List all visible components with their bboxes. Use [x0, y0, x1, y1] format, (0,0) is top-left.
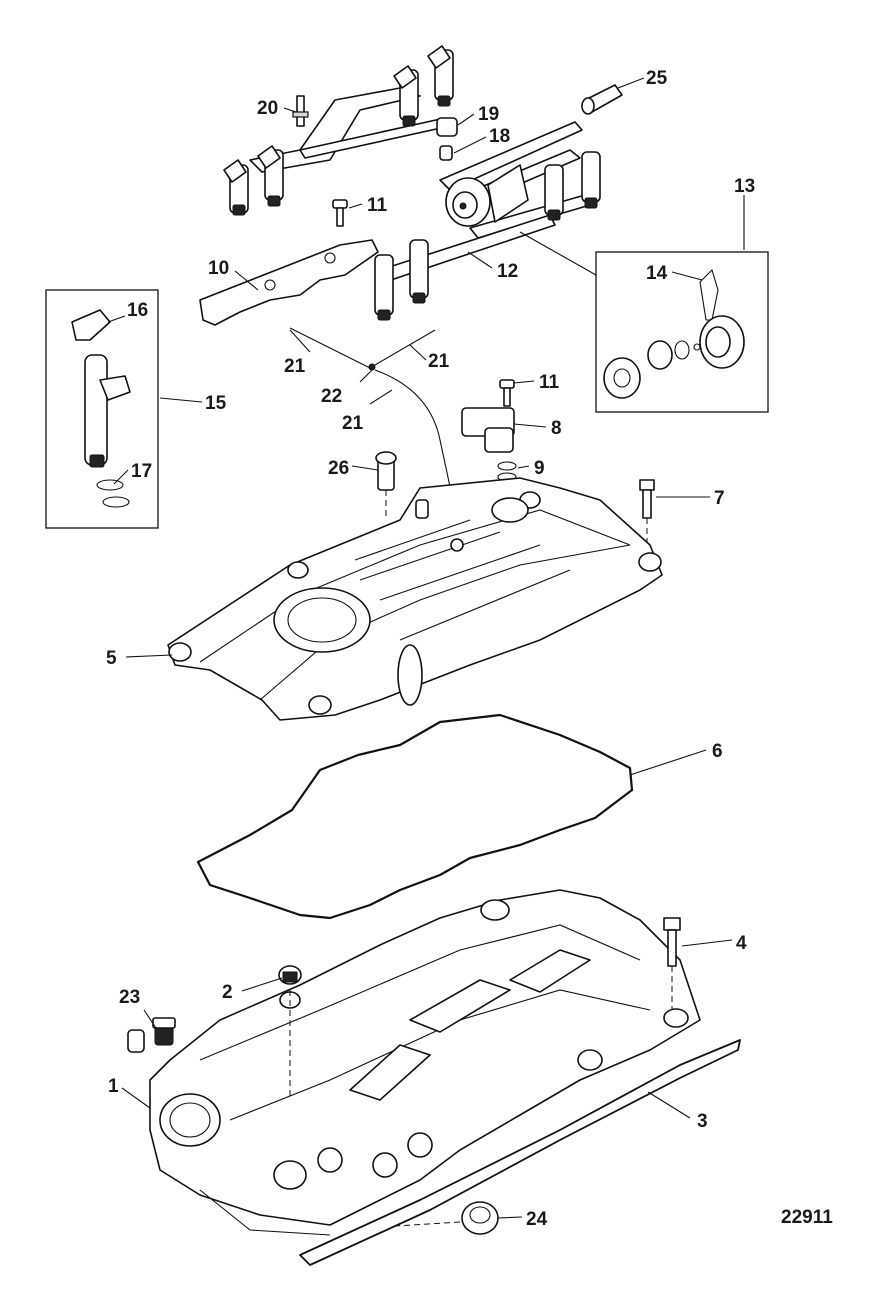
- figure-number: 22911: [781, 1207, 833, 1228]
- injector-front-3: [544, 164, 564, 221]
- lower-intake-manifold-1: [149, 889, 701, 1236]
- callout-21c: 21: [342, 413, 364, 434]
- callout-7: 7: [714, 488, 725, 509]
- callout-17: 17: [131, 461, 152, 482]
- callout-19: 19: [478, 104, 499, 125]
- callout-26: 26: [328, 458, 349, 479]
- o-ring-9a: [497, 461, 517, 471]
- upper-intake-manifold-5: [167, 477, 663, 721]
- bolt-4: [663, 917, 681, 1010]
- fittings-23: [127, 1017, 176, 1053]
- callout-18: 18: [489, 126, 510, 147]
- callout-13: 13: [734, 176, 755, 197]
- callout-labels: 1 2 3 4 5 6 7 8 9 10 11 11 12 13 14 15 1…: [106, 68, 755, 1230]
- lower-manifold-gasket-3: [299, 1039, 741, 1266]
- injector-rear-3: [393, 65, 419, 127]
- callout-12: 12: [497, 261, 518, 282]
- callout-14: 14: [646, 263, 668, 284]
- map-sensor-8: [461, 407, 515, 453]
- callout-24: 24: [526, 1209, 548, 1230]
- vacuum-hoses-21: [289, 327, 456, 511]
- callout-4: 4: [736, 933, 747, 954]
- injector-front-2: [409, 239, 429, 304]
- callout-5: 5: [106, 648, 117, 669]
- screw-11-lower: [499, 379, 515, 407]
- callout-21b: 21: [428, 351, 450, 372]
- callout-25: 25: [646, 68, 668, 89]
- callout-11-lower: 11: [539, 372, 560, 393]
- callout-22: 22: [321, 386, 342, 407]
- callout-9: 9: [534, 458, 545, 479]
- fuel-rail-assembly: [223, 45, 601, 321]
- callout-3: 3: [697, 1111, 708, 1132]
- schrader-valve-18: [439, 145, 453, 161]
- screw-11-upper: [332, 199, 348, 227]
- callout-1: 1: [108, 1076, 119, 1097]
- callout-21a: 21: [284, 356, 306, 377]
- upper-manifold-gasket-6: [196, 713, 634, 920]
- bracket-10: [199, 239, 379, 326]
- fitting-25: [581, 84, 623, 115]
- injector-rear-4: [427, 45, 454, 107]
- callout-23: 23: [119, 987, 140, 1008]
- plug-2: [278, 965, 302, 1100]
- callout-6: 6: [712, 741, 723, 762]
- injector-front-4: [581, 151, 601, 209]
- callout-11-upper: 11: [367, 195, 388, 216]
- cap-19: [436, 117, 458, 137]
- callout-15: 15: [205, 393, 227, 414]
- callout-16: 16: [127, 300, 148, 321]
- injector-rear-1: [223, 159, 249, 216]
- fitting-26: [375, 451, 397, 491]
- injector-rear-2: [257, 145, 284, 207]
- callout-2: 2: [222, 982, 233, 1003]
- injector-detail-box: [45, 289, 159, 529]
- callout-10: 10: [208, 258, 229, 279]
- stud-20: [292, 95, 309, 127]
- leader-lines: [107, 77, 745, 1219]
- callout-20: 20: [257, 98, 278, 119]
- injector-front-1: [374, 254, 394, 321]
- quick-connect-detail-box: [595, 251, 769, 413]
- callout-8: 8: [551, 418, 562, 439]
